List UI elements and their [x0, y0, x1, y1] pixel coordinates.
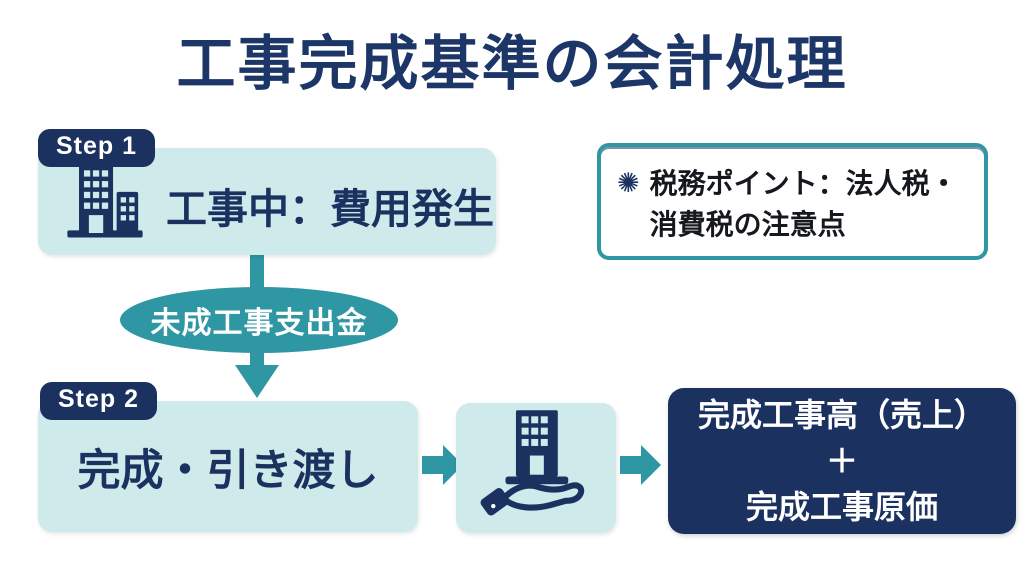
result-line-2: ＋ — [825, 443, 858, 479]
result-line-1: 完成工事高（売上） — [697, 397, 986, 433]
tax-note-line-2: 消費税の注意点 — [649, 209, 846, 240]
arrow-right-icon — [620, 443, 662, 492]
transfer-label: 未成工事支出金 — [150, 307, 368, 340]
step1-label: 工事中：費用発生 — [166, 185, 494, 232]
step1-box: 工事中：費用発生 — [38, 148, 496, 255]
step2-box: 完成・引き渡し — [38, 401, 418, 532]
buildings-icon — [62, 156, 148, 247]
step2-label: 完成・引き渡し — [77, 446, 379, 495]
step2-badge: Step 2 — [40, 382, 158, 420]
result-line-3: 完成工事原価 — [745, 489, 938, 525]
handover-box — [456, 403, 616, 533]
hand-holding-building-icon — [475, 405, 597, 532]
arrow-right-icon — [422, 443, 464, 492]
tax-note-line-1: 税務ポイント：法人税・ — [649, 168, 958, 199]
tax-note-text: 税務ポイント：法人税・ 消費税の注意点 — [650, 163, 958, 245]
step1-badge: Step 1 — [38, 129, 156, 167]
tax-note-box: ✺ 税務ポイント：法人税・ 消費税の注意点 — [597, 143, 988, 260]
transfer-oval: 未成工事支出金 — [120, 287, 398, 353]
result-box: 完成工事高（売上） ＋ 完成工事原価 — [668, 388, 1016, 534]
page-title: 工事完成基準の会計処理 — [176, 31, 848, 97]
starburst-icon: ✺ — [617, 168, 640, 198]
